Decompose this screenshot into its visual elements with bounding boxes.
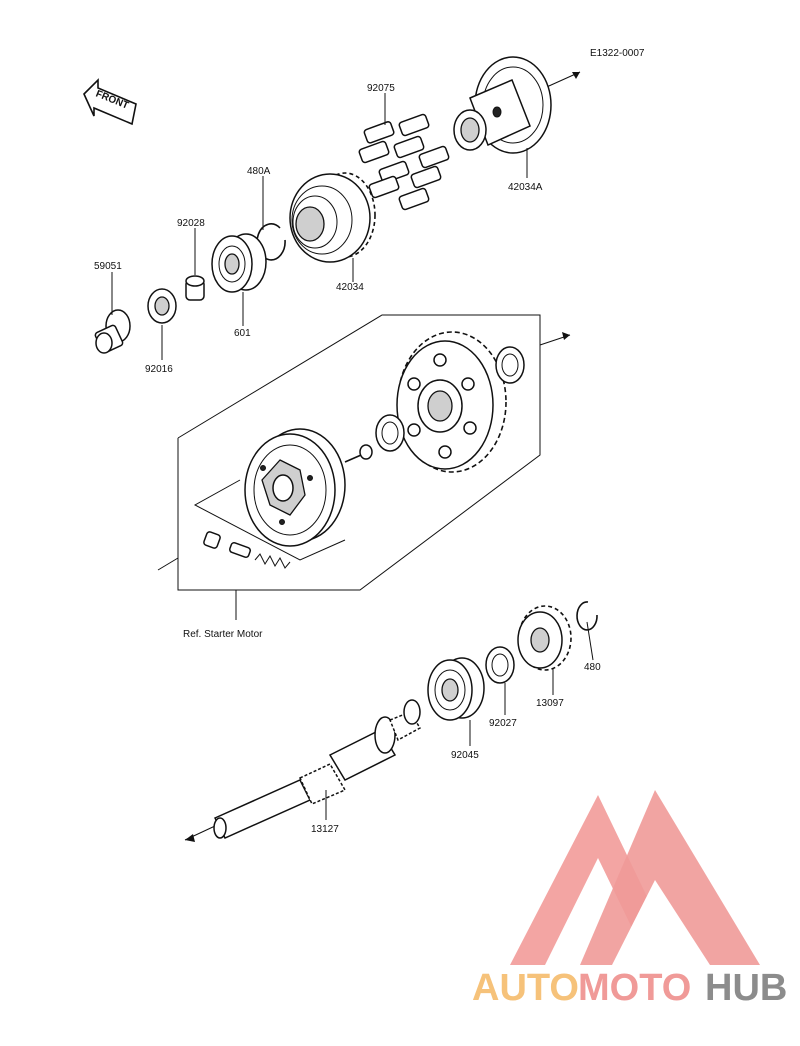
watermark-part1: AUTO [472,967,579,1009]
diagram-code: E1322-0007 [590,48,645,59]
part-601-bearing [211,233,267,293]
part-13097-sprocket [517,605,572,671]
part-59051-gear [94,309,131,354]
starter-group-box [157,314,571,620]
label-42034: 42034 [336,282,364,293]
part-92075-rollers [358,113,450,211]
part-42034-gear [289,172,376,263]
label-92045: 92045 [451,750,479,761]
front-arrow: FRONT [83,78,137,126]
leaders-top [111,93,528,360]
label-480: 480 [584,662,601,673]
label-59051: 59051 [94,261,122,272]
clutch-small-parts [193,479,346,569]
part-42034A [453,56,552,154]
part-480-circlip [576,601,598,631]
label-13097: 13097 [536,698,564,709]
label-92016: 92016 [145,364,173,375]
part-92027-collar [485,646,515,684]
part-13127-shaft [184,699,422,842]
watermark-logo [510,790,760,965]
part-92028-collar [185,275,205,301]
part-starter-clutch [244,428,346,547]
label-92028: 92028 [177,218,205,229]
washer-right [495,346,525,384]
label-92027: 92027 [489,718,517,729]
watermark-part2: MOTO [578,967,691,1009]
label-601: 601 [234,328,251,339]
watermark-part3: HUB [705,967,787,1009]
washer-mid [375,414,405,452]
label-42034A: 42034A [508,182,543,193]
bolt [344,444,373,463]
part-starter-sprocket [396,331,507,473]
label-92075: 92075 [367,83,395,94]
part-92016-nut [147,288,177,324]
leaders-bottom [325,621,594,820]
watermark-text: AUTO MOTO HUB [472,967,787,1009]
arrow-head [572,72,580,79]
label-13127: 13127 [311,824,339,835]
label-480A: 480A [247,166,271,177]
part-92045-bearing [427,657,485,721]
ref-starter-label: Ref. Starter Motor [183,629,263,640]
